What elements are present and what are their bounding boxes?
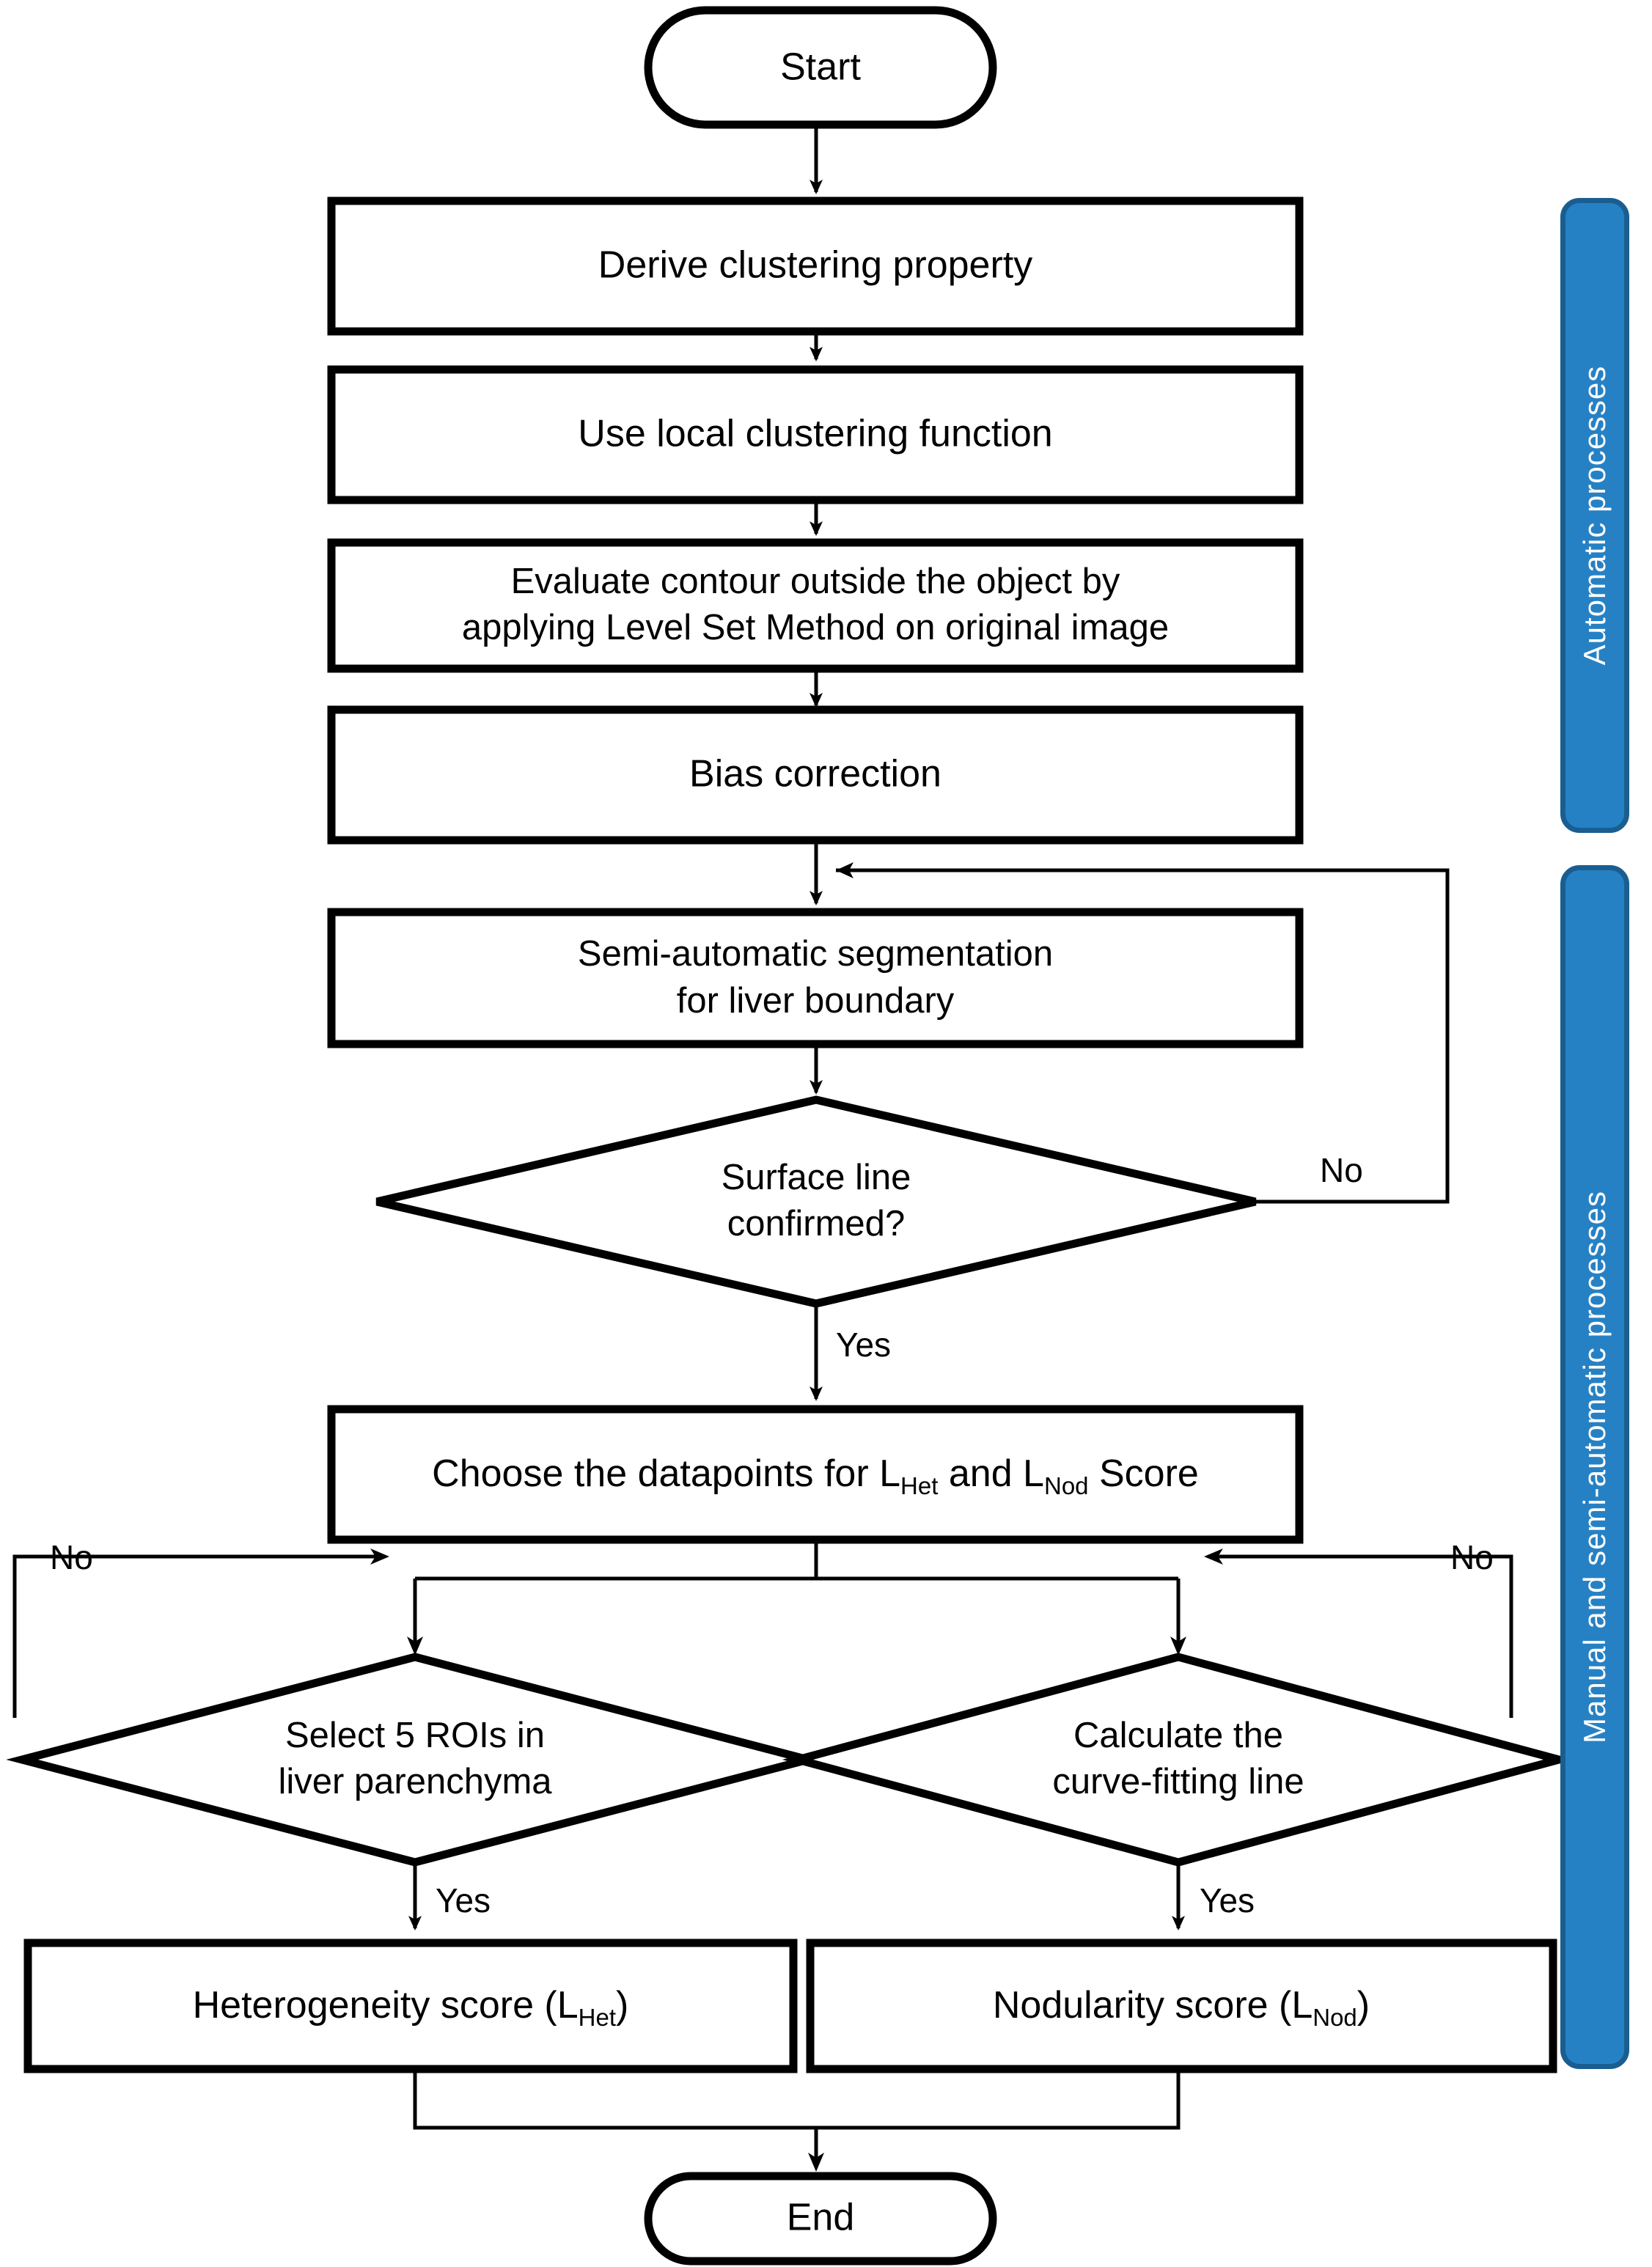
node-heterogeneity-score-label: Heterogeneity score (LHet) [193,1984,629,2031]
node-curve-fitting-label-line2: curve-fitting line [1052,1762,1304,1801]
node-surface-line-confirmed-label-line2: confirmed? [727,1204,905,1243]
heterogeneity-part-0: Heterogeneity score (L [193,1984,579,2027]
node-evaluate-contour[interactable]: Evaluate contour outside the object by a… [327,538,1304,673]
edge-label-curve-no: No [1450,1538,1494,1576]
lane-automatic-processes-label: Automatic processes [1577,365,1612,666]
choose-datapoints-sub-het: Het [900,1472,938,1499]
edge-label-curve-yes: Yes [1200,1881,1255,1919]
connector-surfaceline-no-loop [836,862,1450,1204]
choose-datapoints-part-2: and L [938,1452,1044,1495]
choose-datapoints-part-0: Choose the datapoints for L [432,1452,900,1495]
node-select-rois-decision[interactable]: Select 5 ROIs in liver parenchyma [6,1653,824,1867]
node-surface-line-confirmed-decision[interactable]: Surface line confirmed? [375,1095,1257,1308]
node-select-rois-label-line1: Select 5 ROIs in [285,1716,545,1755]
node-end-label: End [787,2197,855,2239]
node-evaluate-contour-label-line2: applying Level Set Method on original im… [462,608,1169,647]
node-heterogeneity-score[interactable]: Heterogeneity score (LHet) [23,1939,798,2073]
node-use-local-clustering-function-label: Use local clustering function [578,413,1052,455]
node-bias-correction-label: Bias correction [689,753,941,796]
lane-automatic-processes: Automatic processes [1560,198,1629,833]
node-start-label: Start [780,46,861,89]
connector-choose-split [407,1540,1186,1656]
choose-datapoints-sub-nod: Nod [1044,1472,1089,1499]
node-curve-fitting-label-line1: Calculate the [1073,1716,1283,1755]
lane-manual-semi-automatic-processes: Manual and semi-automatic processes [1560,865,1629,2069]
node-use-local-clustering-function[interactable]: Use local clustering function [327,365,1304,504]
edge-label-rois-no: No [50,1538,93,1576]
node-evaluate-contour-label-line1: Evaluate contour outside the object by [511,562,1120,601]
choose-datapoints-part-4: Score [1089,1452,1199,1495]
node-curve-fitting-decision[interactable]: Calculate the curve-fitting line [782,1653,1575,1867]
node-nodularity-score-label: Nodularity score (LNod) [993,1984,1370,2031]
edge-label-surface-yes: Yes [836,1326,891,1364]
node-semi-automatic-segmentation-label-line2: for liver boundary [677,981,955,1021]
nodularity-sub-nod: Nod [1313,2004,1357,2031]
node-surface-line-confirmed-label-line1: Surface line [722,1158,911,1197]
node-nodularity-score[interactable]: Nodularity score (LNod) [806,1939,1557,2073]
node-choose-datapoints-label: Choose the datapoints for LHet and LNod … [432,1452,1199,1499]
node-derive-clustering-property-label: Derive clustering property [598,244,1032,287]
node-end[interactable]: End [644,2172,997,2266]
connector-scores-merge-to-end [413,2069,1181,2172]
connector-rois-no-loop [12,1548,389,1718]
node-choose-datapoints[interactable]: Choose the datapoints for LHet and LNod … [327,1405,1304,1544]
connector-curve-no-loop [1204,1548,1513,1718]
node-semi-automatic-segmentation[interactable]: Semi-automatic segmentation for liver bo… [327,908,1304,1048]
node-derive-clustering-property[interactable]: Derive clustering property [327,196,1304,336]
heterogeneity-sub-het: Het [579,2004,616,2031]
edge-label-rois-yes: Yes [436,1881,491,1919]
node-select-rois-label-line2: liver parenchyma [278,1762,552,1801]
heterogeneity-part-2: ) [616,1984,628,2027]
nodularity-part-0: Nodularity score (L [993,1984,1313,2027]
node-semi-automatic-segmentation-label-line1: Semi-automatic segmentation [578,934,1053,974]
nodularity-part-2: ) [1357,1984,1370,2027]
node-start[interactable]: Start [644,6,997,129]
lane-manual-semi-automatic-processes-label: Manual and semi-automatic processes [1577,1190,1612,1744]
node-bias-correction[interactable]: Bias correction [327,705,1304,845]
edge-label-surface-no: No [1320,1151,1363,1189]
